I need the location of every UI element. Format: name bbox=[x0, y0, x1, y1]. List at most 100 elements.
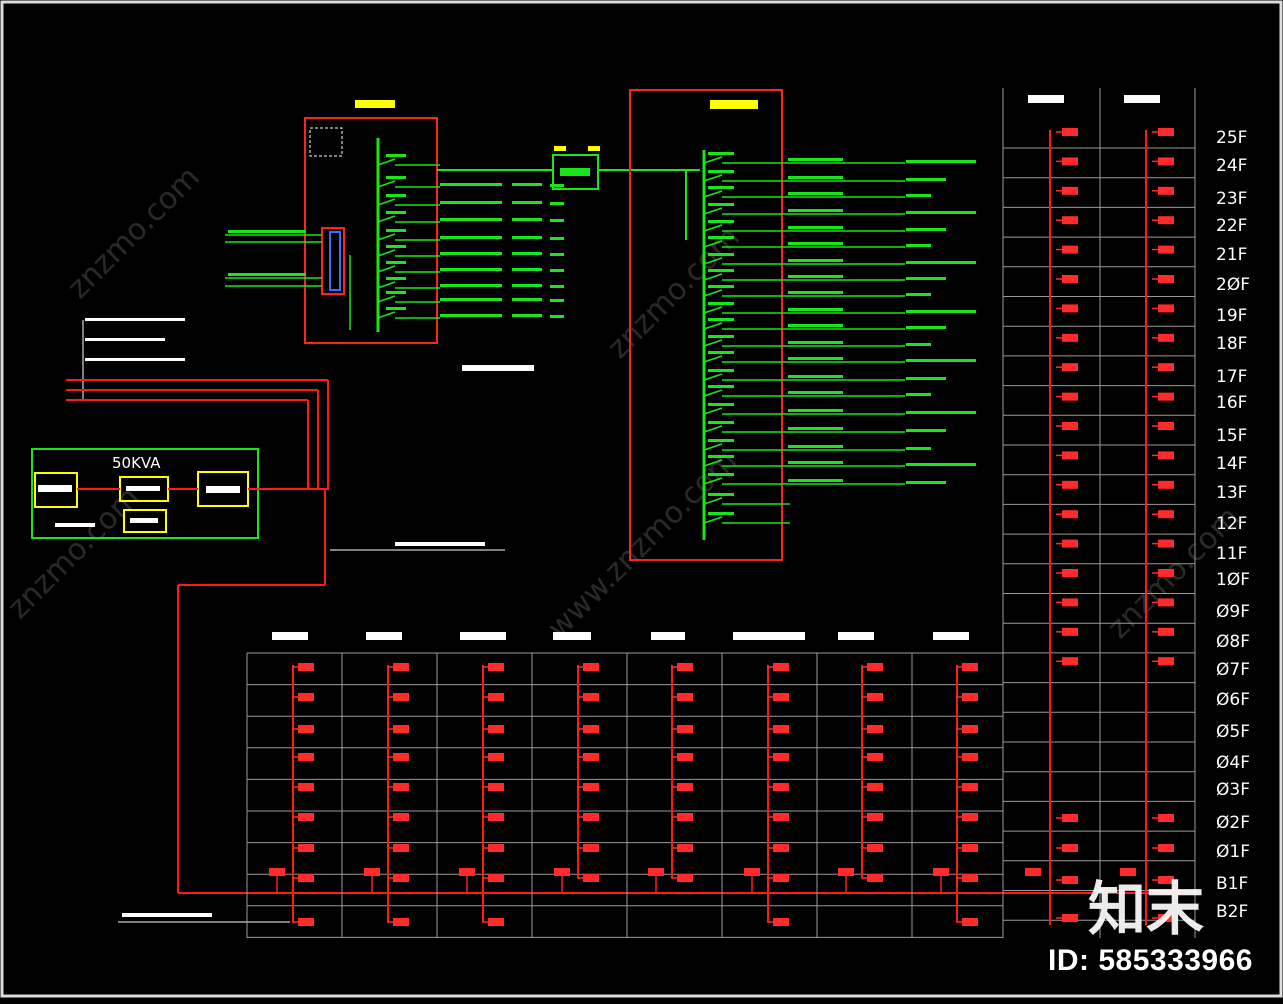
transformer-icon bbox=[552, 154, 599, 190]
device-icon bbox=[583, 753, 599, 761]
right-circuit-label bbox=[788, 275, 843, 278]
floor-label: Ø8F bbox=[1216, 632, 1250, 652]
left-breaker-rating bbox=[386, 291, 406, 294]
left-distribution-panel bbox=[225, 100, 564, 344]
device-icon bbox=[298, 725, 314, 733]
device-icon bbox=[393, 783, 409, 791]
device-icon bbox=[867, 663, 883, 671]
device-icon bbox=[1062, 451, 1078, 460]
breaker-icon bbox=[703, 224, 723, 232]
left-breaker-rating bbox=[386, 277, 406, 280]
device-icon bbox=[583, 783, 599, 791]
device-icon bbox=[298, 844, 314, 852]
incoming-feeder-label bbox=[228, 273, 306, 276]
device-icon bbox=[583, 874, 599, 882]
device-icon bbox=[393, 663, 409, 671]
breaker-icon bbox=[377, 281, 396, 289]
device-icon bbox=[1158, 598, 1174, 607]
floor-riser-devices bbox=[269, 128, 1174, 926]
breaker-icon bbox=[703, 477, 723, 485]
right-load-label bbox=[906, 411, 976, 414]
device-icon bbox=[1062, 128, 1078, 136]
device-icon bbox=[677, 753, 693, 761]
device-icon bbox=[298, 753, 314, 761]
left-circuit-tag bbox=[512, 183, 542, 186]
device-icon bbox=[393, 918, 409, 926]
device-icon bbox=[677, 844, 693, 852]
breaker-icon bbox=[377, 233, 396, 241]
left-panel-title-bar bbox=[355, 100, 395, 108]
left-circuit-tag bbox=[512, 298, 542, 301]
left-circuit-tag bbox=[512, 284, 542, 287]
device-icon bbox=[1158, 422, 1174, 430]
left-panel-note bbox=[309, 127, 343, 157]
device-icon bbox=[1158, 157, 1174, 166]
trunk-tag bbox=[395, 542, 485, 546]
left-breaker-rating bbox=[386, 245, 406, 248]
right-panel-frame bbox=[629, 89, 783, 561]
ups-main-label bbox=[206, 486, 240, 493]
right-breaker-rating bbox=[708, 403, 734, 406]
floor-label: 2ØF bbox=[1216, 275, 1250, 295]
feeder-label-2 bbox=[85, 338, 165, 341]
right-circuit-label bbox=[788, 291, 843, 294]
left-panel-frame bbox=[304, 117, 438, 344]
right-panel-circuits bbox=[703, 152, 976, 524]
left-breaker-rating bbox=[386, 307, 406, 310]
podium-column-header bbox=[460, 632, 506, 640]
right-breaker-rating bbox=[708, 369, 734, 372]
device-icon bbox=[488, 693, 504, 701]
device-icon bbox=[488, 753, 504, 761]
device-icon bbox=[648, 868, 664, 876]
incoming-feeder-labels bbox=[66, 318, 329, 490]
device-icon bbox=[1062, 275, 1078, 283]
device-icon bbox=[962, 844, 978, 852]
floor-label: B1F bbox=[1216, 874, 1248, 894]
breaker-icon bbox=[703, 289, 723, 297]
floor-label: Ø1F bbox=[1216, 842, 1250, 862]
device-icon bbox=[677, 813, 693, 821]
device-icon bbox=[962, 874, 978, 882]
left-circuit-load bbox=[550, 219, 564, 222]
floor-label: Ø7F bbox=[1216, 660, 1250, 680]
left-breaker-rating bbox=[386, 229, 406, 232]
device-icon bbox=[962, 753, 978, 761]
watermark-id: ID: 585333966 bbox=[1048, 944, 1253, 977]
device-icon bbox=[393, 725, 409, 733]
transformer-tag-left bbox=[554, 146, 566, 151]
right-load-label bbox=[906, 393, 931, 396]
left-circuit-label bbox=[440, 298, 502, 301]
breaker-icon bbox=[703, 190, 723, 198]
device-icon bbox=[1062, 333, 1078, 342]
floor-label: 1ØF bbox=[1216, 570, 1250, 590]
right-circuit-label bbox=[788, 341, 843, 344]
device-icon bbox=[583, 813, 599, 821]
device-icon bbox=[1158, 186, 1174, 195]
floor-label: B2F bbox=[1216, 902, 1248, 922]
floor-label: 17F bbox=[1216, 367, 1247, 387]
ups-box: 50KVA bbox=[31, 448, 328, 539]
right-breaker-rating bbox=[708, 385, 734, 388]
device-icon bbox=[1062, 392, 1078, 401]
right-panel-title-bar bbox=[710, 100, 758, 109]
left-circuit-label bbox=[440, 201, 502, 204]
right-circuit-label bbox=[788, 391, 843, 394]
device-icon bbox=[393, 844, 409, 852]
floor-label: 24F bbox=[1216, 156, 1247, 176]
device-icon bbox=[1158, 539, 1174, 548]
left-circuit-tag bbox=[512, 252, 542, 255]
left-breaker-rating bbox=[386, 176, 406, 179]
device-icon bbox=[1062, 363, 1078, 372]
device-icon bbox=[677, 874, 693, 882]
device-icon bbox=[677, 663, 693, 671]
right-breaker-rating bbox=[708, 439, 734, 442]
right-breaker-rating bbox=[708, 253, 734, 256]
device-icon bbox=[488, 844, 504, 852]
incoming-feeder-label bbox=[228, 230, 306, 233]
device-icon bbox=[773, 663, 789, 671]
left-breaker-rating bbox=[386, 194, 406, 197]
device-icon bbox=[867, 844, 883, 852]
device-icon bbox=[1062, 627, 1078, 636]
device-icon bbox=[773, 725, 789, 733]
device-icon bbox=[867, 874, 883, 882]
